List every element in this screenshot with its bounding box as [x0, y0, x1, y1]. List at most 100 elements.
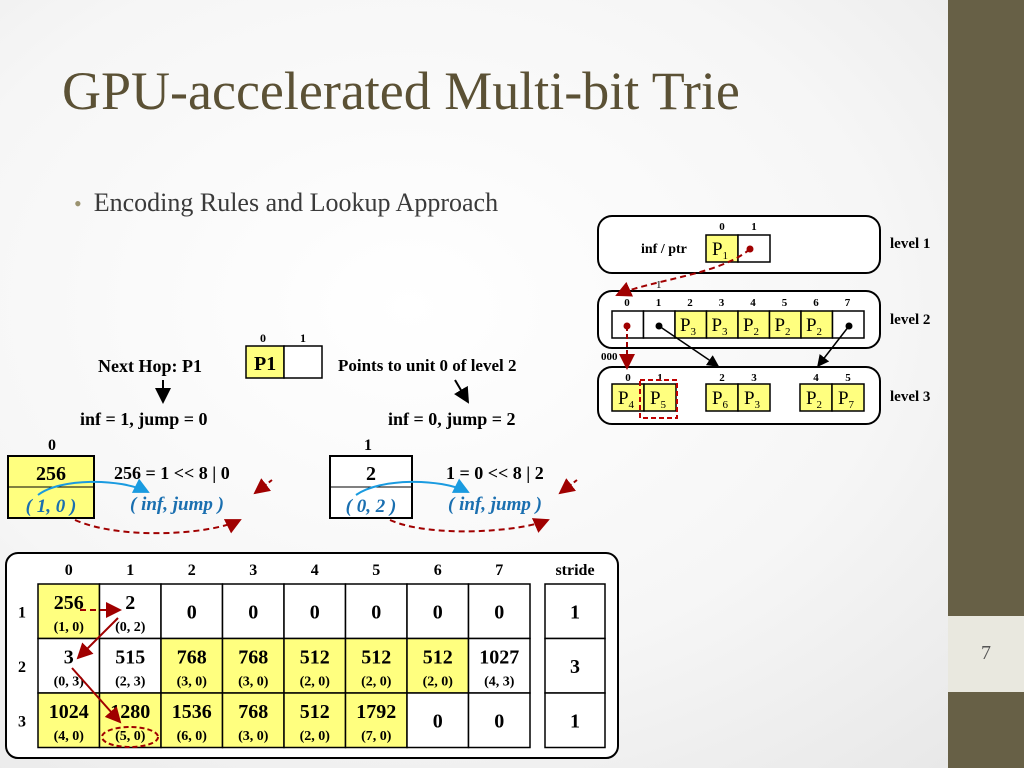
- level-1-label: level 1: [890, 236, 930, 252]
- col-header-4: 4: [311, 562, 319, 579]
- unit-index-1: 1: [300, 331, 306, 345]
- l3-cell-label-1: P5: [650, 388, 667, 411]
- table-cell-2-4: [283, 692, 347, 749]
- left-inf-arrow: [37, 478, 150, 496]
- table-cell-0-2: [160, 583, 224, 640]
- l2-to-l3-arrow-a: [658, 325, 720, 367]
- stride-cell-0: [544, 583, 606, 640]
- cell-value-1-1: 515: [115, 647, 145, 669]
- table-cell-1-4: [283, 637, 347, 694]
- l3-cell-label-2: P6: [712, 388, 729, 411]
- table-cell-2-0: [37, 692, 101, 749]
- l3-cell-label-4: P2: [806, 388, 822, 411]
- l1-infptr-label: inf / ptr: [641, 242, 687, 257]
- l2-to-l3-arrow-b: [817, 325, 850, 368]
- l2-index-0: 0: [624, 297, 630, 309]
- left-index: 0: [48, 437, 56, 454]
- cell-value-1-4: 512: [300, 647, 330, 669]
- col-header-5: 5: [372, 562, 380, 579]
- cell-value-0-7: 0: [494, 601, 504, 623]
- cell-pair-0-1: (0, 2): [115, 620, 146, 635]
- cell-value-0-2: 0: [187, 601, 197, 623]
- right-inf-arrow: [355, 478, 470, 496]
- cell-pair-2-0: (4, 0): [54, 729, 85, 744]
- l3-cell-5: [831, 383, 865, 412]
- col-header-1: 1: [126, 562, 134, 579]
- unit-cell-p1-text: P1: [254, 353, 276, 375]
- row-label-2: 3: [18, 713, 26, 730]
- table-cell-2-7: [467, 692, 531, 749]
- cell-pair-1-5: (2, 0): [361, 675, 392, 690]
- stride-header: stride: [555, 562, 594, 579]
- page-number-box: 7: [948, 616, 1024, 692]
- l3-prefix-bits: 000: [601, 351, 618, 363]
- result-highlight: [101, 726, 159, 748]
- cell-value-0-1: 2: [125, 592, 135, 614]
- right-index: 1: [364, 437, 372, 454]
- l2-cell-label-2: P3: [680, 315, 697, 338]
- l3-index-2: 2: [719, 372, 725, 384]
- bullet-dot-icon: •: [74, 191, 82, 216]
- table-cell-1-0: [37, 637, 101, 694]
- cell-value-1-7: 1027: [479, 647, 519, 669]
- l1-index-1: 1: [751, 221, 757, 233]
- left-formula: 256 = 1 << 8 | 0: [114, 463, 230, 483]
- cell-value-0-3: 0: [248, 601, 258, 623]
- cell-pair-1-3: (3, 0): [238, 675, 269, 690]
- cell-pair-0-0: (1, 0): [54, 620, 85, 635]
- l2-index-3: 3: [719, 297, 725, 309]
- col-header-3: 3: [249, 562, 257, 579]
- p5-highlight-box: [639, 379, 678, 419]
- l2-index-1: 1: [656, 297, 662, 309]
- right-down-arrow: [453, 379, 470, 404]
- col-header-6: 6: [434, 562, 442, 579]
- right-jump-arrow: [389, 518, 550, 533]
- l2-index-2: 2: [687, 297, 693, 309]
- table-cell-0-7: [467, 583, 531, 640]
- encoding-example: Next Hop: P1 0 1 P1 Points to unit 0 of …: [7, 331, 578, 535]
- right-pair: ( 0, 2 ): [346, 496, 397, 517]
- left-jump-arrow: [74, 519, 242, 535]
- table-cell-0-4: [283, 583, 347, 640]
- cell-value-2-2: 1536: [172, 701, 212, 723]
- unit-cell-ptr: [283, 345, 323, 379]
- row-label-1: 2: [18, 659, 26, 676]
- cell-value-2-3: 768: [238, 701, 268, 723]
- lookup-arrow-3: [71, 667, 122, 724]
- l2-cell-3: [705, 310, 739, 339]
- cell-value-2-7: 0: [494, 710, 504, 732]
- cell-value-0-5: 0: [371, 601, 381, 623]
- cell-pair-1-0: (0, 3): [54, 675, 85, 690]
- l3-index-0: 0: [625, 372, 631, 384]
- cell-value-2-0: 1024: [49, 701, 89, 723]
- stride-value-0: 1: [570, 601, 580, 623]
- l2-index-7: 7: [845, 297, 851, 309]
- right-inf-jump: inf = 0, jump = 2: [388, 409, 516, 429]
- next-hop-label: Next Hop: P1: [98, 356, 202, 376]
- l3-cell-label-3: P3: [744, 388, 761, 411]
- level-3-label: level 3: [890, 389, 930, 405]
- left-tuple: ( inf, jump ): [130, 494, 224, 515]
- l2-prefix-bit: 1: [656, 279, 662, 291]
- table-cell-2-5: [344, 692, 408, 749]
- col-header-2: 2: [188, 562, 196, 579]
- cell-value-1-2: 768: [177, 647, 207, 669]
- cell-pair-2-2: (6, 0): [177, 729, 208, 744]
- right-formula-arrow: [558, 478, 578, 495]
- l3-cell-3: [737, 383, 771, 412]
- cell-pair-1-4: (2, 0): [300, 675, 331, 690]
- cell-value-2-4: 512: [300, 701, 330, 723]
- l2-index-6: 6: [813, 297, 819, 309]
- left-inf-jump: inf = 1, jump = 0: [80, 409, 208, 429]
- cell-value-1-3: 768: [238, 647, 268, 669]
- table-cell-0-6: [406, 583, 470, 640]
- cell-value-2-6: 0: [433, 710, 443, 732]
- l1-to-l2-arrow: [615, 248, 751, 297]
- slide-title: GPU-accelerated Multi-bit Trie: [62, 61, 740, 121]
- stride-cell-2: [544, 692, 606, 749]
- points-to-label: Points to unit 0 of level 2: [338, 356, 517, 375]
- right-value: 2: [366, 463, 376, 485]
- l3-cell-1: [643, 383, 677, 412]
